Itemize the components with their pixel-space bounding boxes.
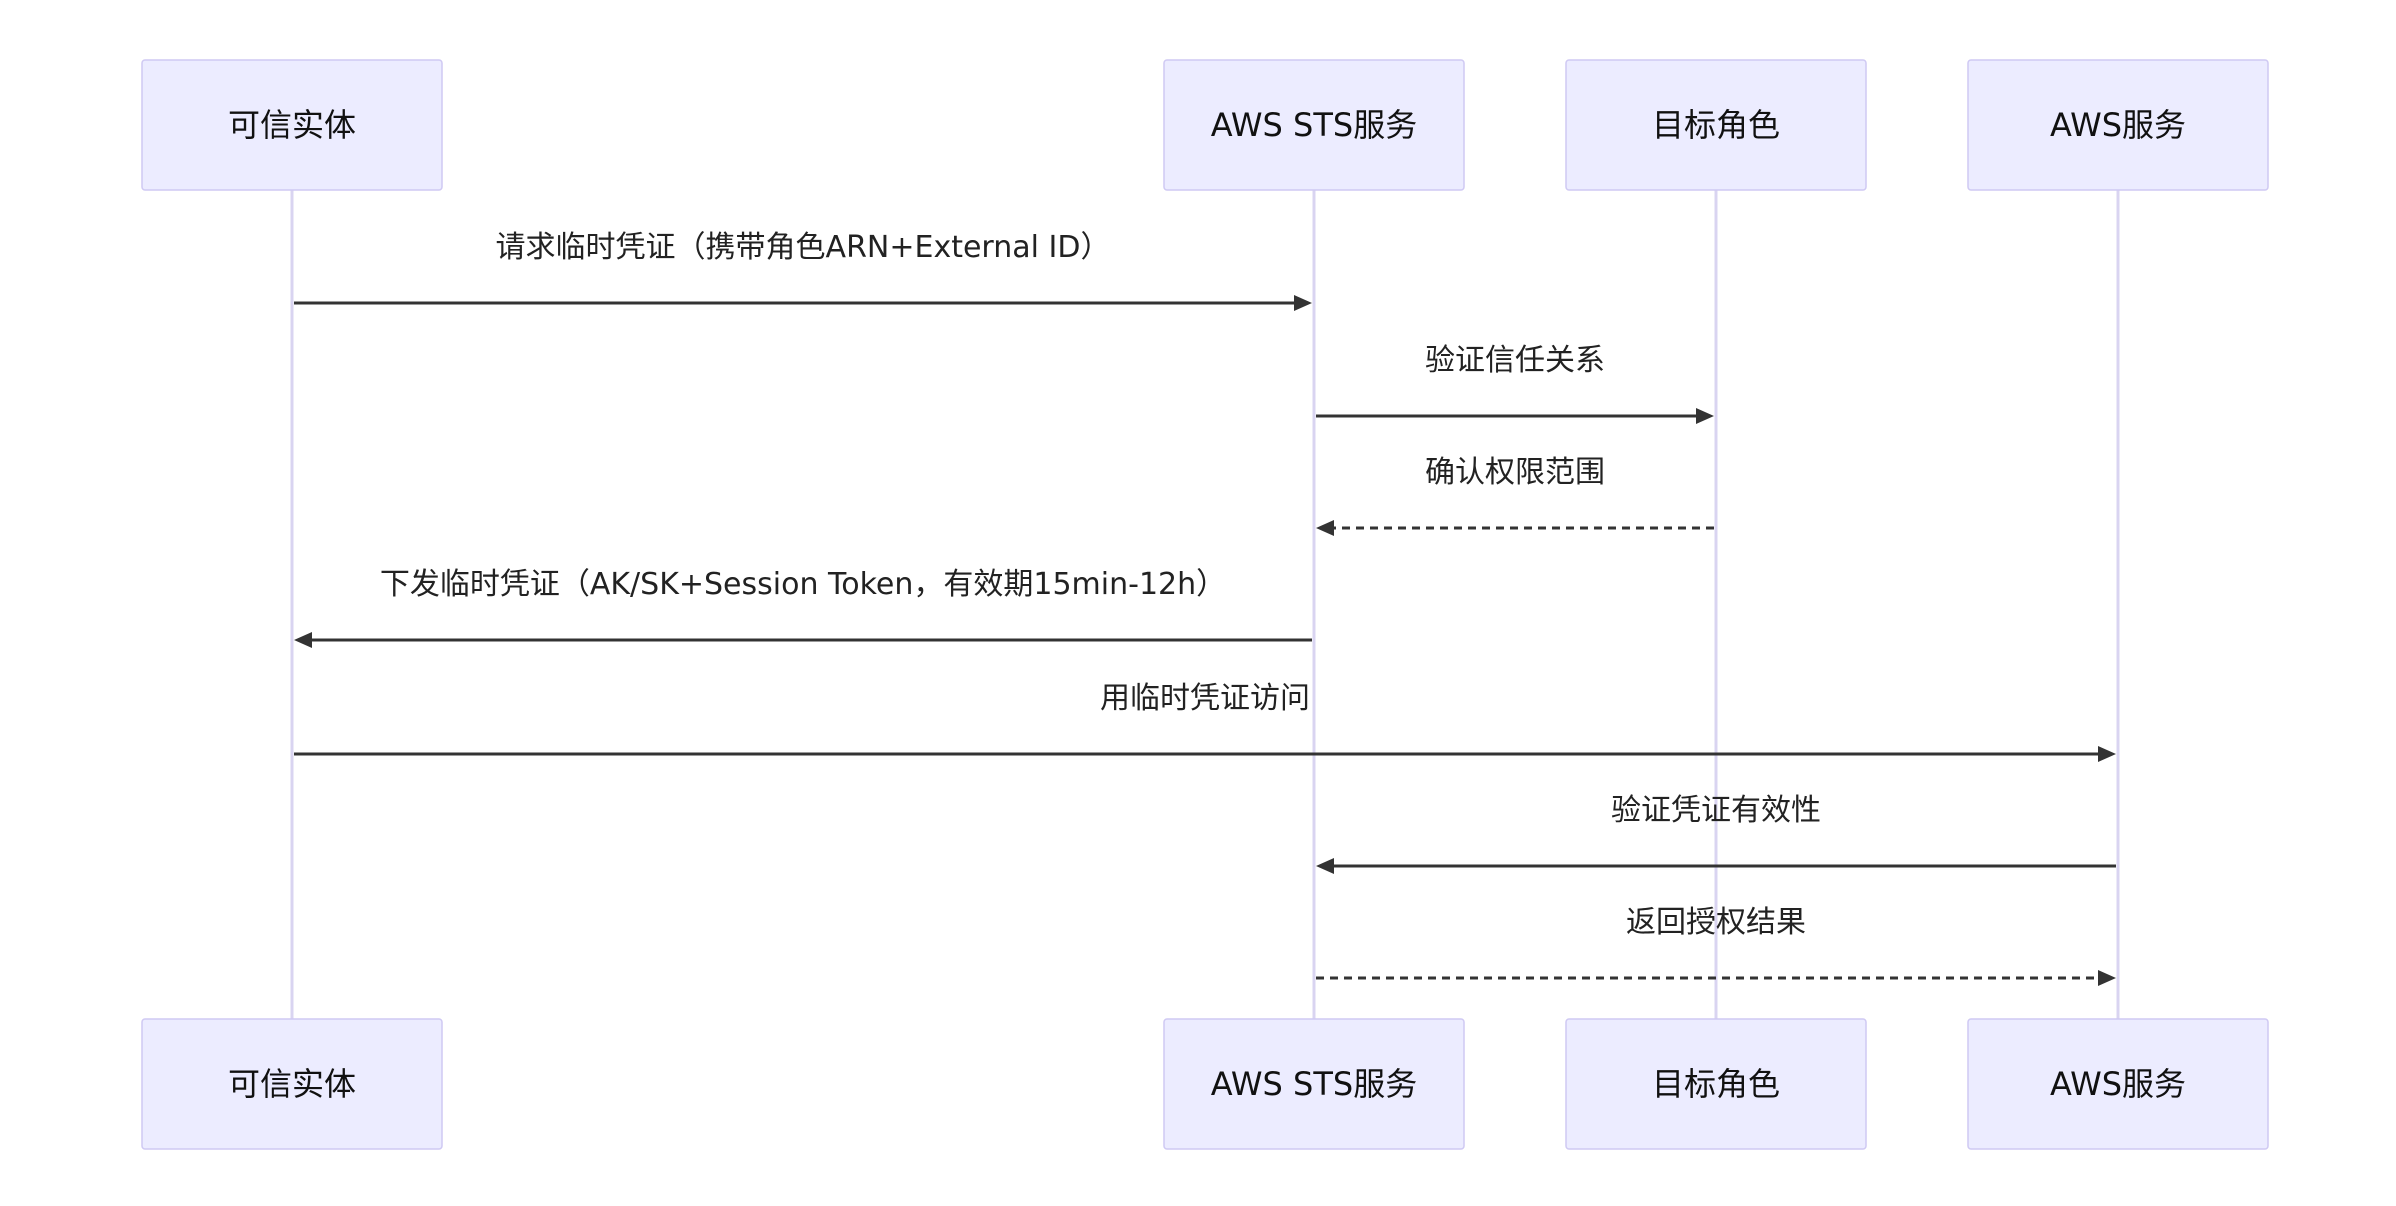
actor-box <box>1565 1018 1867 1150</box>
message-label: 确认权限范围 <box>1425 455 1605 490</box>
actor-entity-bottom: 可信实体 <box>141 1018 443 1150</box>
message-label: 下发临时凭证（AK/SK+Session Token，有效期15min-12h） <box>380 567 1226 602</box>
message-label: 验证凭证有效性 <box>1611 793 1821 828</box>
actor-sts-top: AWS STS服务 <box>1163 59 1465 191</box>
message-3: 确认权限范围 <box>1316 455 1714 536</box>
actor-box <box>1967 59 2269 191</box>
actor-label: 目标角色 <box>1652 1065 1780 1103</box>
arrowhead-icon <box>1316 520 1334 536</box>
actor-label: AWS服务 <box>2050 1065 2186 1103</box>
message-4: 下发临时凭证（AK/SK+Session Token，有效期15min-12h） <box>294 567 1312 648</box>
actor-role-bottom: 目标角色 <box>1565 1018 1867 1150</box>
actor-box <box>1163 59 1465 191</box>
actor-label: AWS STS服务 <box>1211 106 1417 144</box>
arrowhead-icon <box>294 632 312 648</box>
message-7: 返回授权结果 <box>1316 905 2116 986</box>
actor-box <box>1967 1018 2269 1150</box>
message-2: 验证信任关系 <box>1316 343 1714 424</box>
actor-box <box>141 1018 443 1150</box>
lifelines <box>290 190 2120 1019</box>
actor-box <box>1163 1018 1465 1150</box>
arrowhead-icon <box>1316 858 1334 874</box>
message-1: 请求临时凭证（携带角色ARN+External ID） <box>294 230 1312 311</box>
actor-sts-bottom: AWS STS服务 <box>1163 1018 1465 1150</box>
actor-label: AWS STS服务 <box>1211 1065 1417 1103</box>
actor-box <box>141 59 443 191</box>
message-label: 用临时凭证访问 <box>1100 681 1310 716</box>
actor-box <box>1565 59 1867 191</box>
actors-bottom: 可信实体 AWS STS服务 目标角色 AWS服务 <box>141 1018 2269 1150</box>
actor-label: AWS服务 <box>2050 106 2186 144</box>
actor-label: 可信实体 <box>228 106 356 144</box>
actors-top: 可信实体 AWS STS服务 目标角色 AWS服务 <box>141 59 2269 191</box>
message-6: 验证凭证有效性 <box>1316 793 2116 874</box>
message-5: 用临时凭证访问 <box>294 681 2116 762</box>
arrowhead-icon <box>2098 970 2116 986</box>
message-label: 返回授权结果 <box>1626 905 1806 940</box>
actor-svc-bottom: AWS服务 <box>1967 1018 2269 1150</box>
messages: 请求临时凭证（携带角色ARN+External ID） 验证信任关系确认权限范围下… <box>294 230 2116 986</box>
actor-role-top: 目标角色 <box>1565 59 1867 191</box>
message-label: 请求临时凭证（携带角色ARN+External ID） <box>496 230 1111 265</box>
actor-label: 可信实体 <box>228 1065 356 1103</box>
message-label: 验证信任关系 <box>1425 343 1605 378</box>
actor-entity-top: 可信实体 <box>141 59 443 191</box>
actor-label: 目标角色 <box>1652 106 1780 144</box>
actor-svc-top: AWS服务 <box>1967 59 2269 191</box>
arrowhead-icon <box>2098 746 2116 762</box>
arrowhead-icon <box>1294 295 1312 311</box>
arrowhead-icon <box>1696 408 1714 424</box>
